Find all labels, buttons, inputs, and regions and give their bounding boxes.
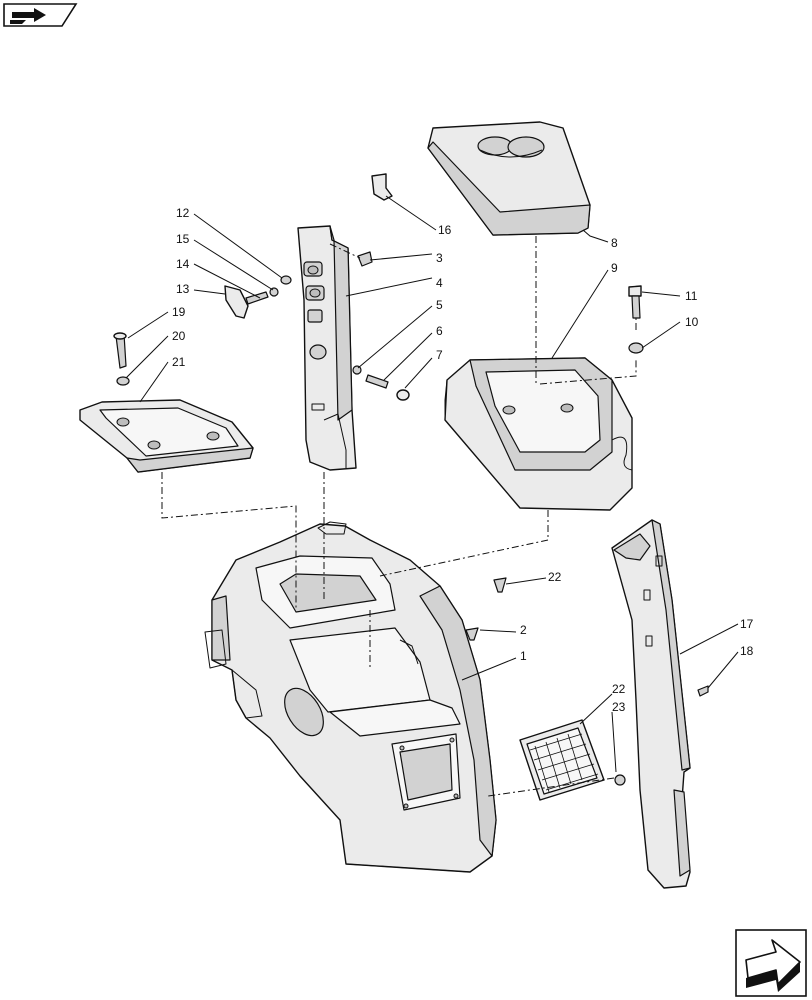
callout-14: 14 xyxy=(176,257,190,271)
part-14-bolt xyxy=(245,291,269,305)
part-19-bolt xyxy=(113,332,127,369)
part-5-washer xyxy=(352,365,362,375)
leader-lines xyxy=(125,195,739,773)
callout-12: 12 xyxy=(176,206,190,220)
callout-6: 6 xyxy=(436,324,443,338)
callout-4: 4 xyxy=(436,276,443,290)
part-8-cup-holder-pad xyxy=(427,121,591,236)
callout-11: 11 xyxy=(685,289,698,303)
next-page-arrow-icon[interactable] xyxy=(735,929,807,997)
callout-21: 21 xyxy=(172,355,186,369)
part-11-bolt xyxy=(628,285,642,319)
callout-19: 19 xyxy=(172,305,186,319)
part-16-clip xyxy=(371,173,393,201)
part-3-screw xyxy=(357,251,373,267)
part-6-bolt xyxy=(365,374,389,389)
callout-9: 9 xyxy=(611,261,618,275)
part-12-nut xyxy=(280,275,292,285)
part-22-fastener xyxy=(493,577,507,593)
part-4-center-post xyxy=(297,225,357,471)
callout-23: 23 xyxy=(612,700,626,714)
callout-15: 15 xyxy=(176,232,190,246)
part-18-screw xyxy=(697,685,709,697)
callout-18: 18 xyxy=(740,644,754,658)
callout-2: 2 xyxy=(520,623,527,637)
assembly-lines xyxy=(161,236,637,797)
callout-17: 17 xyxy=(740,617,754,631)
part-22-grille xyxy=(519,719,605,801)
part-23-grommet xyxy=(614,774,626,786)
callout-8: 8 xyxy=(611,236,618,250)
callout-13: 13 xyxy=(176,282,190,296)
callout-20: 20 xyxy=(172,329,186,343)
part-17-side-trim xyxy=(611,519,691,889)
part-10-washer xyxy=(628,342,644,354)
part-13-clip xyxy=(224,285,249,319)
callout-7: 7 xyxy=(436,348,443,362)
part-7-cap xyxy=(396,389,410,401)
callout-22-lower: 22 xyxy=(612,682,626,696)
callout-3: 3 xyxy=(436,251,443,265)
part-1-console-housing xyxy=(204,521,497,873)
callout-22-upper: 22 xyxy=(548,570,562,584)
part-9-storage-tray xyxy=(444,357,633,511)
part-20-washer xyxy=(116,376,130,386)
callout-16: 16 xyxy=(438,223,452,237)
part-2-fastener xyxy=(465,627,479,641)
callout-1: 1 xyxy=(520,649,527,663)
callout-10: 10 xyxy=(685,315,699,329)
callout-labels: 1 2 3 4 5 6 7 8 9 10 11 12 13 14 15 16 1… xyxy=(172,206,754,714)
part-21-mounting-plate xyxy=(79,399,254,473)
callout-5: 5 xyxy=(436,298,443,312)
part-15-washer xyxy=(269,287,279,297)
book-arrow-icon[interactable] xyxy=(3,3,78,27)
